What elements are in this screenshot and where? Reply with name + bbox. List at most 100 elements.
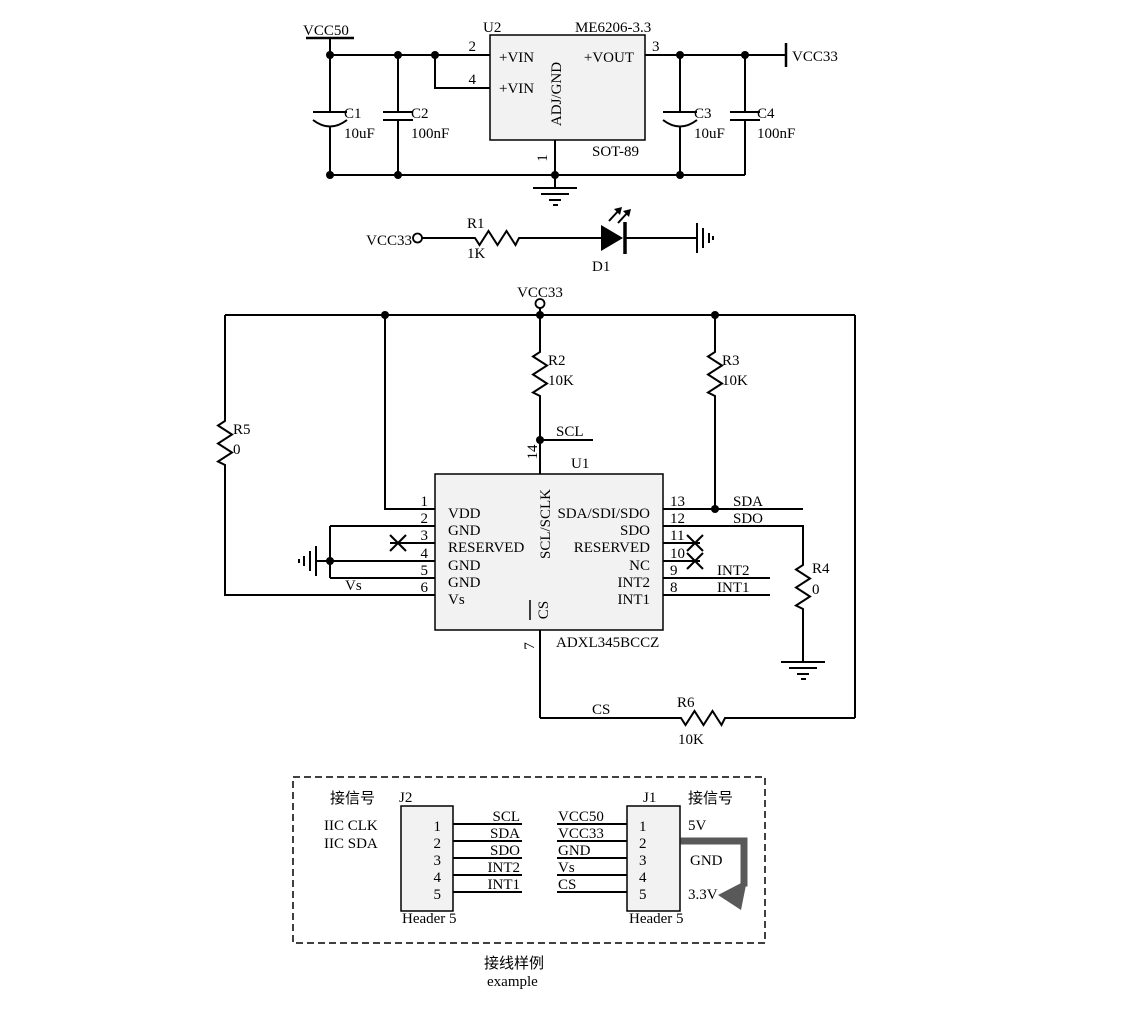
j2-pin: 5 [434, 887, 442, 903]
accel-vcc33-label: VCC33 [517, 285, 563, 301]
u1-pin-name: GND [448, 558, 481, 574]
vcc33-out-label: VCC33 [792, 49, 838, 65]
u1-pin-num: 8 [670, 580, 678, 596]
u1-pin-num: 6 [421, 580, 429, 596]
j1-net: VCC50 [558, 809, 604, 825]
no-connect-x-pin3 [389, 534, 407, 552]
iic-sda-label: IIC SDA [324, 836, 378, 852]
led-vcc33-label: VCC33 [366, 233, 412, 249]
r1-value: 1K [467, 246, 486, 262]
j2-type: Header 5 [402, 911, 457, 927]
j1-net: VCC33 [558, 826, 604, 842]
j2-net: SCL [492, 809, 520, 825]
net-sdo-label: SDO [733, 511, 763, 527]
c2-ref: C2 [411, 106, 429, 122]
u1-pin-name: RESERVED [574, 540, 650, 556]
led-d1-symbol [601, 207, 631, 254]
net-int2-label: INT2 [717, 563, 750, 579]
caption-en: example [487, 974, 538, 990]
u1-pin-name: GND [448, 575, 481, 591]
resistor-r2 [532, 346, 548, 402]
j2-pin: 1 [434, 819, 442, 835]
r4-value: 0 [812, 582, 820, 598]
no-connect-x-pin11 [686, 534, 704, 552]
r4-ref: R4 [812, 561, 830, 577]
gnd-bus-wires [329, 525, 435, 579]
ground-symbol-led [696, 223, 714, 253]
j1-pin: 5 [639, 887, 647, 903]
u1-pin-name: VDD [448, 506, 481, 522]
u2-pin3-num: 3 [652, 39, 660, 55]
j2-net: SDO [490, 843, 520, 859]
u1-pin-num: 5 [421, 563, 429, 579]
j1-ref: J1 [643, 790, 656, 806]
resistor-r5 [217, 415, 233, 471]
u1-pin-num: 2 [421, 511, 429, 527]
example-left-title: 接信号 [330, 790, 375, 807]
u1-pin-name: SDO [620, 523, 650, 539]
j1-pin: 3 [639, 853, 647, 869]
accelerometer-section: VCC33 R5 0 Vs R2 10K SCL R3 10K U1 ADXL3… [217, 285, 856, 748]
net-vs-label: Vs [345, 578, 362, 594]
u1-pin7-name: CS [536, 601, 552, 619]
vcc33-pin-circle [412, 232, 423, 244]
u1-pin-name: SDA/SDI/SDO [557, 506, 650, 522]
j2-wires [453, 823, 522, 893]
no-connect-x-pin10 [686, 552, 704, 570]
junction-dots-power [326, 51, 749, 179]
u1-ref: U1 [571, 456, 589, 472]
j1-net: GND [558, 843, 591, 859]
u2-pin4-name: +VIN [499, 81, 534, 97]
example-right-title: 接信号 [688, 790, 733, 807]
capacitor-c1 [312, 55, 348, 175]
capacitor-c4 [730, 55, 760, 175]
r6-value: 10K [678, 732, 704, 748]
wiring-example-section: 接信号 IIC CLK IIC SDA J2 Header 5 1 2 3 4 … [292, 776, 766, 990]
u1-body [434, 473, 664, 631]
r6-ref: R6 [677, 695, 695, 711]
capacitor-c2 [383, 55, 413, 175]
example-dashed-box [292, 776, 766, 944]
u2-pin3-name: +VOUT [584, 50, 634, 66]
u2-pin1-num: 1 [535, 154, 551, 162]
u2-package: SOT-89 [592, 144, 639, 160]
u1-pin-name: GND [448, 523, 481, 539]
resistor-r3 [707, 346, 723, 402]
mark-3v3: 3.3V [688, 887, 718, 903]
ground-symbol-r4 [781, 661, 825, 680]
j1-wires [557, 823, 627, 893]
vcc50-label: VCC50 [303, 23, 349, 39]
j1-body [626, 805, 681, 912]
r2-ref: R2 [548, 353, 566, 369]
j1-pin: 1 [639, 819, 647, 835]
u2-pin2-num: 2 [469, 39, 477, 55]
u2-body [489, 34, 646, 141]
u1-pin-num: 4 [421, 546, 429, 562]
u1-part: ADXL345BCCZ [556, 635, 659, 651]
u1-pin-name: RESERVED [448, 540, 524, 556]
u1-pin-num: 3 [421, 528, 429, 544]
resistor-r1 [469, 230, 525, 246]
j2-pin: 3 [434, 853, 442, 869]
vcc33-rail-circle [534, 298, 546, 309]
d1-ref: D1 [592, 259, 610, 275]
j1-pin: 2 [639, 836, 647, 852]
resistor-r6 [675, 710, 731, 726]
c1-value: 10uF [344, 126, 375, 142]
j1-net: Vs [558, 860, 575, 876]
u1-pin-num: 1 [421, 494, 429, 510]
u2-ref: U2 [483, 20, 501, 36]
regulator-section: VCC50 C1 10uF C2 100nF U2 ME620 [303, 20, 838, 206]
u2-part: ME6206-3.3 [575, 20, 651, 36]
resistor-r4 [795, 559, 811, 615]
ground-symbol-u2 [533, 175, 577, 206]
r2-value: 10K [548, 373, 574, 389]
caption-cn: 接线样例 [484, 955, 544, 972]
u1-pin-num: 9 [670, 563, 678, 579]
j2-net: INT2 [488, 860, 521, 876]
c4-ref: C4 [757, 106, 775, 122]
u1-pin-num: 13 [670, 494, 685, 510]
net-cs-label: CS [592, 702, 610, 718]
mark-5v: 5V [688, 818, 707, 834]
